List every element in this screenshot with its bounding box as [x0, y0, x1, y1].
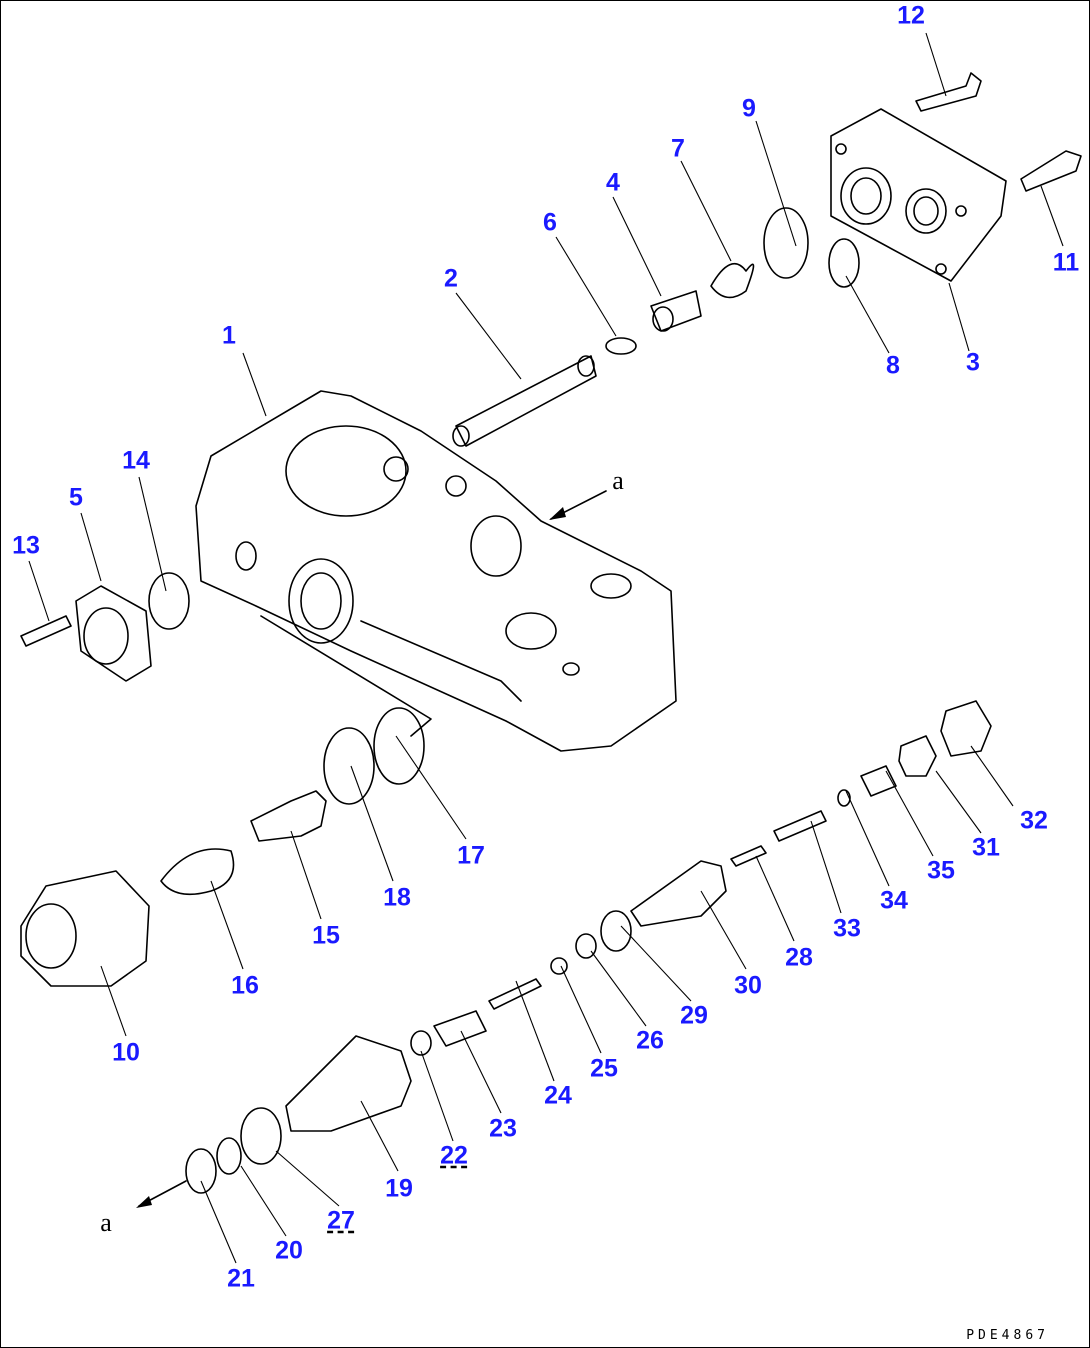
- callout-14[interactable]: 14: [122, 446, 150, 475]
- pin-24: [488, 978, 542, 1010]
- oring-17: [373, 707, 425, 785]
- callout-20[interactable]: 20: [275, 1236, 303, 1265]
- oring-14: [148, 572, 190, 630]
- callout-17[interactable]: 17: [457, 841, 485, 870]
- bolt-11: [1020, 150, 1082, 192]
- plug-10: [20, 870, 150, 987]
- spool-2: [452, 355, 597, 447]
- callout-2[interactable]: 2: [444, 264, 458, 293]
- valve-body: [195, 390, 677, 752]
- callout-25[interactable]: 25: [590, 1054, 618, 1083]
- plug-4: [650, 290, 702, 332]
- callout-9[interactable]: 9: [742, 94, 756, 123]
- ring-34: [837, 789, 851, 807]
- oring-9: [763, 207, 809, 279]
- sleeve-23: [433, 1010, 487, 1047]
- ring-26: [575, 933, 597, 959]
- callout-5[interactable]: 5: [69, 483, 83, 512]
- callout-34[interactable]: 34: [880, 886, 908, 915]
- spring-7: [710, 262, 755, 299]
- callout-28[interactable]: 28: [785, 943, 813, 972]
- marker-a-bottom: a: [100, 1208, 112, 1237]
- nut-31: [898, 735, 937, 777]
- ring-20: [216, 1137, 242, 1175]
- callout-32[interactable]: 32: [1020, 806, 1048, 835]
- callout-10[interactable]: 10: [112, 1038, 140, 1067]
- callout-4[interactable]: 4: [606, 168, 620, 197]
- callout-13[interactable]: 13: [12, 531, 40, 560]
- oring-8: [828, 238, 860, 288]
- callout-21[interactable]: 21: [227, 1264, 255, 1293]
- oring-18: [323, 727, 375, 805]
- oring-21: [185, 1148, 217, 1194]
- oring-27: [240, 1107, 282, 1165]
- callout-33[interactable]: 33: [833, 914, 861, 943]
- pin-28: [730, 845, 767, 867]
- plug-35: [860, 765, 897, 797]
- nut-32: [940, 700, 992, 757]
- callout-3[interactable]: 3: [966, 348, 980, 377]
- callout-11[interactable]: 11: [1052, 248, 1080, 277]
- callout-12[interactable]: 12: [897, 1, 925, 30]
- flange-5: [75, 585, 152, 682]
- callout-23[interactable]: 23: [489, 1114, 517, 1143]
- spring-33: [773, 810, 827, 842]
- ring-25: [550, 957, 568, 975]
- leader-lines: [28, 32, 1064, 1264]
- marker-a-top: a: [612, 466, 624, 495]
- callout-1[interactable]: 1: [222, 321, 236, 350]
- cover-plate: [830, 108, 1007, 282]
- callout-31[interactable]: 31: [972, 833, 1000, 862]
- callout-35[interactable]: 35: [927, 856, 955, 885]
- bolt-13: [20, 615, 72, 647]
- ring-6: [605, 337, 637, 355]
- callout-29[interactable]: 29: [680, 1001, 708, 1030]
- oring-29: [600, 910, 632, 952]
- callout-24[interactable]: 24: [544, 1081, 572, 1110]
- arrow-a-bottom: [136, 1180, 187, 1208]
- callout-30[interactable]: 30: [734, 971, 762, 1000]
- callout-18[interactable]: 18: [383, 883, 411, 912]
- callout-8[interactable]: 8: [886, 351, 900, 380]
- body-19: [285, 1035, 412, 1132]
- callout-19[interactable]: 19: [385, 1174, 413, 1203]
- callout-16[interactable]: 16: [231, 971, 259, 1000]
- sleeve-30: [630, 860, 727, 927]
- callout-22[interactable]: 22: [440, 1141, 468, 1170]
- bolt-12: [915, 72, 982, 112]
- arrow-a-top: [549, 490, 607, 520]
- callout-7[interactable]: 7: [671, 134, 685, 163]
- drawing-code: PDE4867: [966, 1328, 1049, 1343]
- callout-15[interactable]: 15: [312, 921, 340, 950]
- ring-22: [410, 1030, 432, 1056]
- callout-6[interactable]: 6: [543, 208, 557, 237]
- callout-27[interactable]: 27: [327, 1206, 355, 1235]
- piston-15: [250, 790, 327, 842]
- spring-16: [160, 848, 235, 896]
- callout-26[interactable]: 26: [636, 1026, 664, 1055]
